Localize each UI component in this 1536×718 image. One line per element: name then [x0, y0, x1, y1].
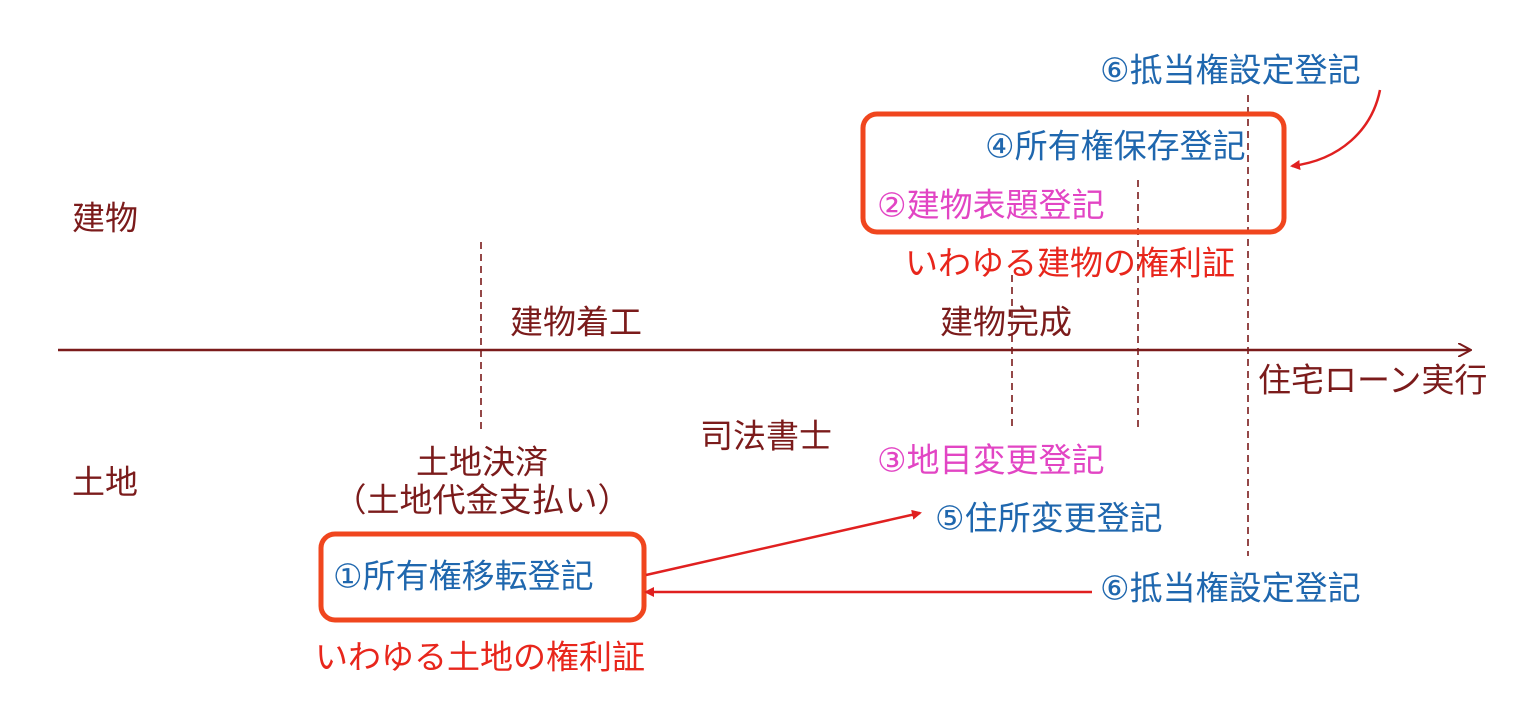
- ownership-transfer-registration: ①所有権移転登記: [333, 557, 594, 596]
- construction-start-label: 建物着工: [510, 303, 642, 342]
- building-title-registration: ②建物表題登記: [877, 186, 1105, 225]
- construction-complete-label: 建物完成: [940, 303, 1072, 342]
- land-registration-box: [318, 531, 647, 623]
- row-label-land: 土地: [72, 463, 138, 502]
- loan-execution-label: 住宅ローン実行: [1258, 361, 1487, 400]
- land-title-deed-note: いわゆる土地の権利証: [315, 638, 645, 677]
- land-payment-label: （土地代金支払い）: [334, 481, 631, 520]
- land-category-change-registration: ③地目変更登記: [877, 441, 1105, 480]
- arrow-transfer-to-address-change: [645, 509, 922, 577]
- building-registration-box: [860, 111, 1287, 235]
- curved-arrow-mortgage-to-building: [1290, 89, 1382, 170]
- building-mortgage-registration: ⑥抵当権設定登記: [1100, 51, 1361, 90]
- ownership-preservation-registration: ④所有権保存登記: [985, 127, 1246, 166]
- row-label-building: 建物: [72, 199, 138, 238]
- land-mortgage-registration: ⑥抵当権設定登記: [1100, 569, 1361, 608]
- building-title-deed-note: いわゆる建物の権利証: [905, 244, 1235, 283]
- address-change-registration: ⑤住所変更登記: [935, 499, 1163, 538]
- scrivener-label: 司法書士: [700, 417, 832, 456]
- land-settlement-label: 土地決済: [416, 443, 548, 482]
